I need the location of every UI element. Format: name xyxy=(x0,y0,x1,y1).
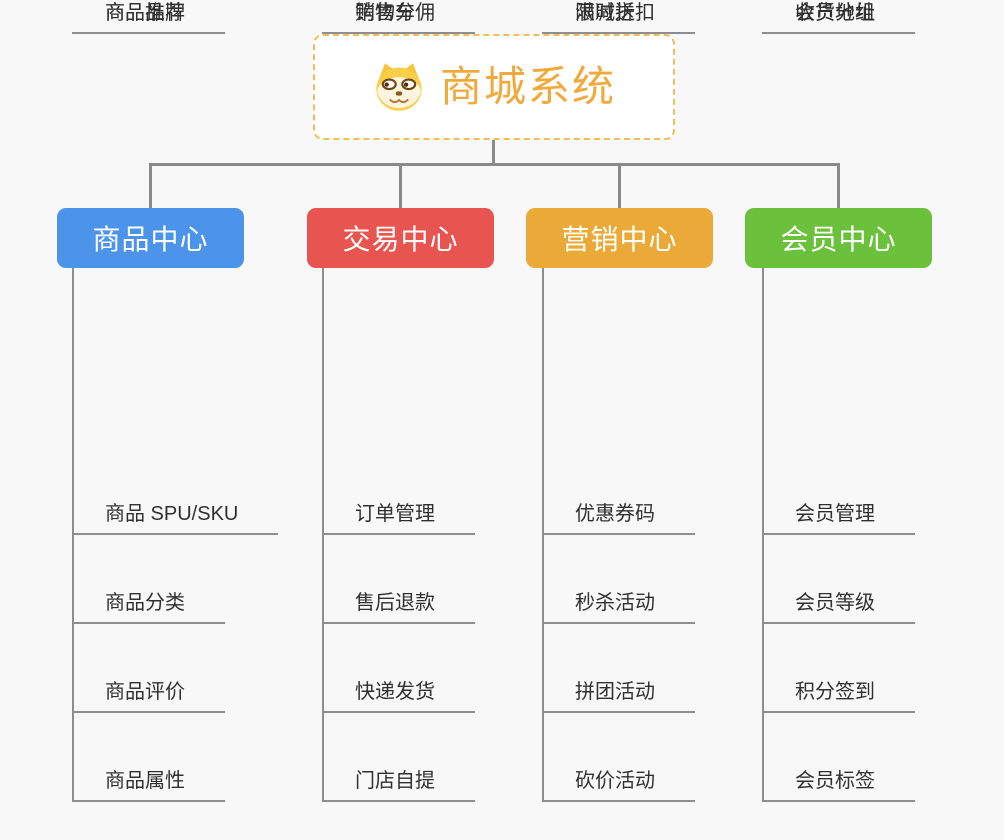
subtopic[interactable]: 积分签到 xyxy=(762,679,915,713)
subtopic[interactable]: 秒杀活动 xyxy=(542,590,695,624)
subtopic[interactable]: 销售分佣 xyxy=(322,0,475,34)
subtopic[interactable]: 售后退款 xyxy=(322,590,475,624)
branch-node-trade-center[interactable]: 交易中心 xyxy=(307,208,494,268)
subtopic[interactable]: 快递发货 xyxy=(322,679,475,713)
branch-drop-line xyxy=(837,163,840,209)
branch-connector-line xyxy=(149,163,840,166)
root-stem-line xyxy=(492,140,495,165)
branch-node-marketing-center[interactable]: 营销中心 xyxy=(526,208,713,268)
subtopic[interactable]: 会员等级 xyxy=(762,590,915,624)
branch-drop-line xyxy=(618,163,621,209)
branch-node-member-center[interactable]: 会员中心 xyxy=(745,208,932,268)
subtopic[interactable]: 砍价活动 xyxy=(542,768,695,802)
subtopic[interactable]: 满减送 xyxy=(542,0,675,34)
subtopic[interactable]: 优惠券码 xyxy=(542,501,695,535)
subtopic[interactable]: 商品品牌 xyxy=(72,0,225,34)
root-title: 商城系统 xyxy=(439,63,616,110)
subtopic[interactable]: 订单管理 xyxy=(322,501,475,535)
branch-node-product-center[interactable]: 商品中心 xyxy=(57,208,244,268)
column-spine xyxy=(762,268,764,802)
dog-icon xyxy=(372,62,426,112)
branch-drop-line xyxy=(399,163,402,209)
subtopic[interactable]: 会员管理 xyxy=(762,501,915,535)
column-spine xyxy=(542,268,544,802)
subtopic[interactable]: 商品属性 xyxy=(72,768,225,802)
subtopic[interactable]: 会员标签 xyxy=(762,768,915,802)
subtopic[interactable]: 门店自提 xyxy=(322,768,475,802)
subtopic[interactable]: 商品分类 xyxy=(72,590,225,624)
root-node[interactable]: 商城系统 xyxy=(313,34,675,140)
column-spine xyxy=(72,268,74,802)
branch-drop-line xyxy=(149,163,152,209)
subtopic[interactable]: 商品 SPU/SKU xyxy=(72,501,279,535)
subtopic[interactable]: 拼团活动 xyxy=(542,679,695,713)
column-spine xyxy=(322,268,324,802)
subtopic[interactable]: 收货地址 xyxy=(762,0,915,34)
subtopic[interactable]: 商品评价 xyxy=(72,679,225,713)
